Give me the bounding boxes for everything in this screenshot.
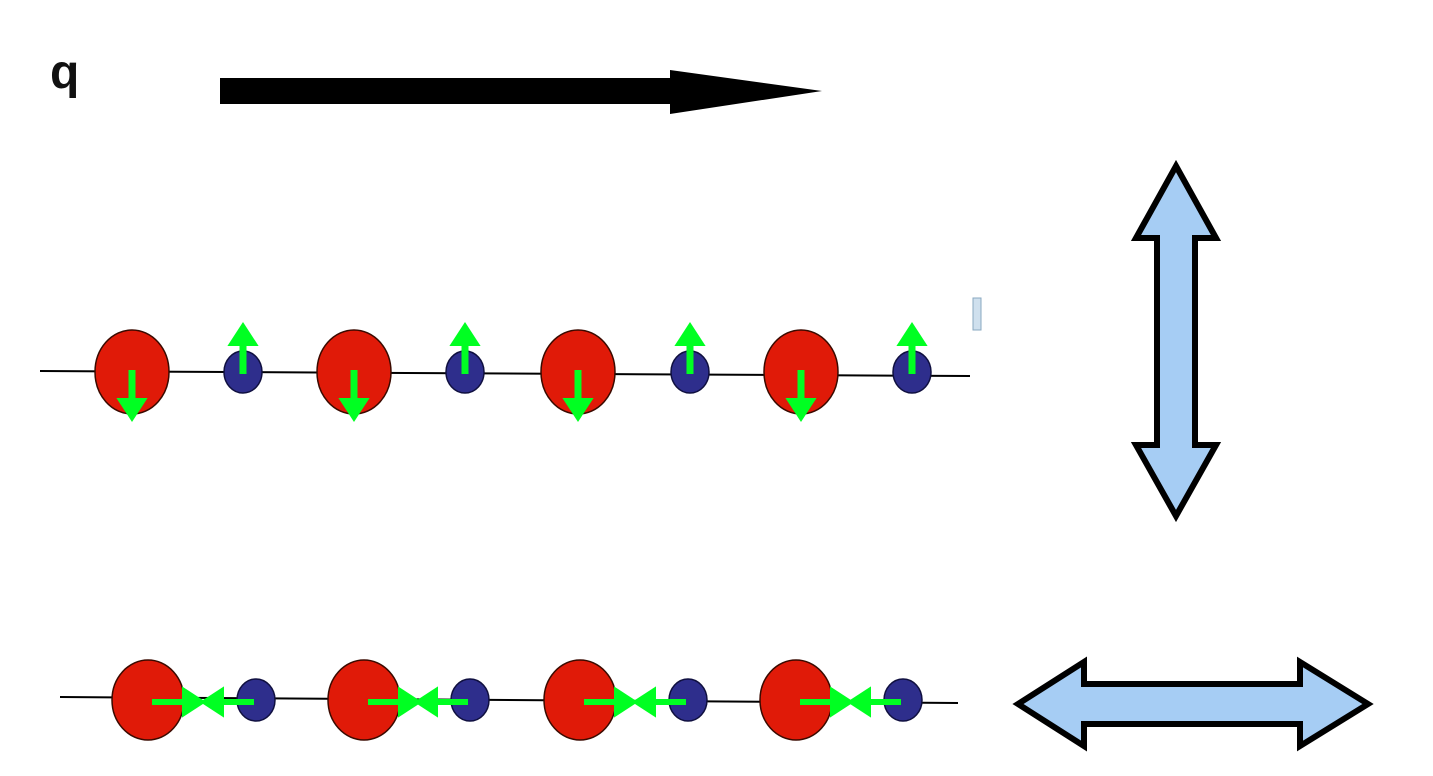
displacement-arrow-right-icon: [800, 686, 854, 718]
arrow-head: [449, 322, 481, 346]
displacement-arrow-down-icon: [116, 370, 148, 422]
displacement-arrow-up-icon: [227, 322, 259, 374]
transverse-mode-chain: [39, 322, 971, 422]
arrow-head: [116, 398, 148, 422]
double-arrow-horizontal-icon: [1012, 656, 1374, 752]
arrow-head: [338, 398, 370, 422]
displacement-arrow-right-icon: [368, 686, 422, 718]
displacement-arrow-left-icon: [632, 686, 686, 718]
arrow-head: [562, 398, 594, 422]
arrow-head: [398, 686, 422, 718]
arrow-head: [674, 322, 706, 346]
stray-mark: [972, 297, 982, 331]
arrow-head: [414, 686, 438, 718]
arrow-head: [632, 686, 656, 718]
wavevector-label: q: [50, 46, 79, 99]
arrow-head: [785, 398, 817, 422]
arrow-head: [847, 686, 871, 718]
displacement-arrow-left-icon: [414, 686, 468, 718]
displacement-arrow-right-icon: [584, 686, 638, 718]
wavevector-arrow-icon: [220, 70, 822, 114]
arrow-head: [896, 322, 928, 346]
arrow-head: [200, 686, 224, 718]
arrow-head: [830, 686, 854, 718]
displacement-arrow-left-icon: [847, 686, 901, 718]
displacement-arrow-down-icon: [338, 370, 370, 422]
arrow-head: [182, 686, 206, 718]
longitudinal-mode-chain: [59, 659, 959, 741]
displacement-arrow-right-icon: [152, 686, 206, 718]
displacement-arrow-up-icon: [449, 322, 481, 374]
displacement-arrow-down-icon: [785, 370, 817, 422]
arrow-head: [614, 686, 638, 718]
displacement-arrow-down-icon: [562, 370, 594, 422]
arrow-head: [227, 322, 259, 346]
displacement-arrow-up-icon: [674, 322, 706, 374]
displacement-arrow-up-icon: [896, 322, 928, 374]
displacement-arrow-left-icon: [200, 686, 254, 718]
double-arrow-vertical-icon: [1130, 159, 1222, 523]
